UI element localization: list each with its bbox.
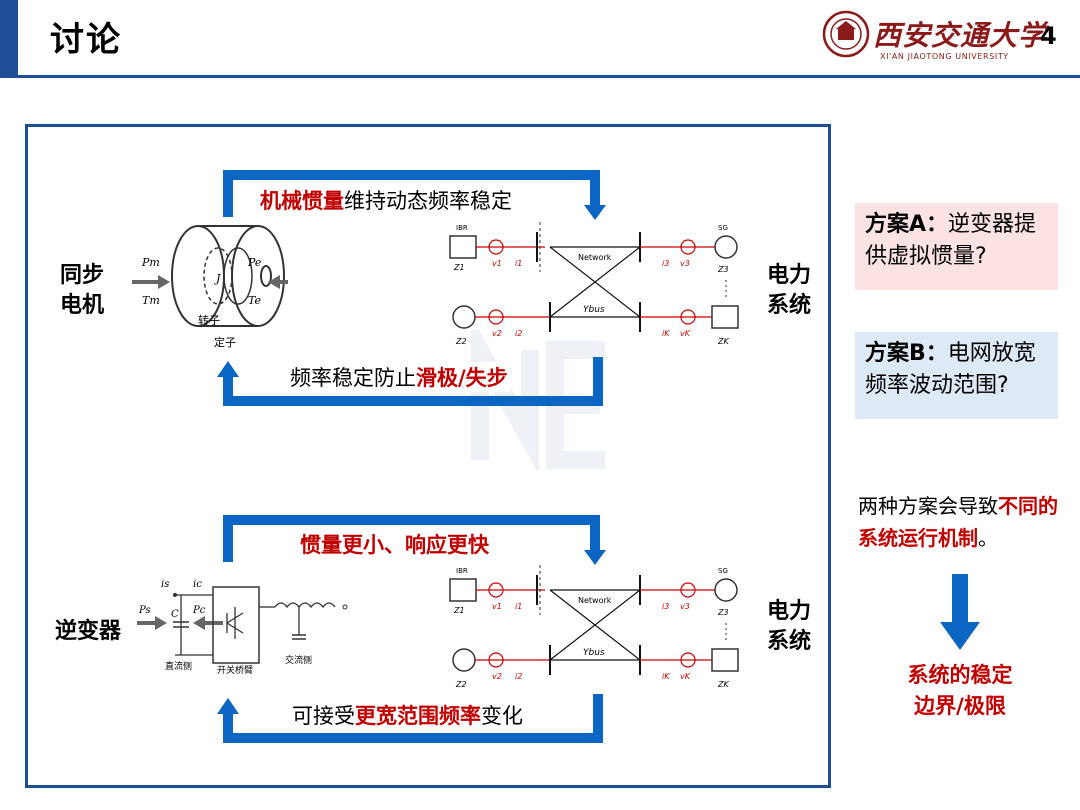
svg-text:SG: SG	[718, 224, 728, 232]
svg-text:i1: i1	[515, 602, 522, 611]
svg-text:Z1: Z1	[453, 606, 465, 615]
svg-text:Network: Network	[578, 596, 612, 605]
scheme-b-box: 方案B：电网放宽频率波动范围?	[855, 332, 1058, 419]
svg-text:Ybus: Ybus	[583, 648, 605, 658]
university-seal-icon	[822, 10, 870, 58]
result-text: 系统的稳定边界/极限	[907, 663, 1013, 718]
svg-text:iK: iK	[662, 672, 670, 681]
bottom-upper-arrow-text: 惯量更小、响应更快	[298, 529, 491, 559]
top-lower-arrow-text: 频率稳定防止滑极/失步	[288, 362, 510, 392]
top-upper-arrow-text: 机械惯量维持动态频率稳定	[258, 185, 514, 215]
svg-text:交流侧: 交流侧	[285, 654, 312, 666]
svg-text:开关桥臂: 开关桥臂	[217, 664, 253, 675]
svg-text:ic: ic	[193, 579, 202, 590]
stator-label: 定子	[214, 335, 236, 349]
svg-text:ZK: ZK	[717, 337, 729, 346]
svg-text:Pc: Pc	[192, 605, 206, 616]
svg-text:Z2: Z2	[455, 337, 467, 346]
svg-text:Z2: Z2	[455, 680, 467, 689]
svg-text:i3: i3	[662, 602, 669, 611]
inverter-diagram: is ic Ps Pc C 直流侧 开关桥臂 交流侧	[137, 579, 348, 675]
bottom-loop-arrow-lower	[217, 694, 603, 743]
svg-text:v1: v1	[492, 259, 502, 268]
grid-label-top: 电力系统	[767, 263, 812, 318]
svg-text:v3: v3	[680, 602, 690, 611]
svg-text:v1: v1	[492, 602, 502, 611]
svg-text:Z3: Z3	[717, 608, 729, 617]
pm-symbol: Pm	[141, 256, 160, 269]
svg-text:ZK: ZK	[717, 680, 729, 689]
svg-text:is: is	[161, 579, 169, 590]
svg-text:Ps: Ps	[138, 605, 151, 616]
diagram-frame	[25, 124, 831, 788]
top-loop-arrow-upper	[223, 170, 606, 220]
rotor-label: 转子	[198, 313, 220, 327]
header-accent-bar	[0, 0, 18, 78]
grid-label-bottom: 电力系统	[767, 599, 812, 654]
inertia-symbol: J	[214, 272, 221, 285]
te-symbol: Te	[248, 294, 261, 307]
network-diagram-bottom: IBR Z1 v1 i1 Z2 v2 i2 Network Ybus i3 v3…	[449, 565, 739, 689]
pe-symbol: Pe	[247, 256, 262, 269]
svg-text:SG: SG	[718, 567, 728, 575]
top-loop-arrow-lower	[217, 357, 603, 406]
university-name-cn: 西安交通大学	[873, 19, 1048, 52]
synchronous-machine-diagram: Pm Tm Pe Te J 转子 定子	[132, 225, 288, 349]
page-title: 讨论	[50, 20, 122, 60]
svg-text:IBR: IBR	[456, 567, 468, 575]
svg-text:Z3: Z3	[717, 265, 729, 274]
svg-text:v3: v3	[680, 259, 690, 268]
inverter-label: 逆变器	[55, 619, 122, 644]
bottom-loop-arrow-upper	[223, 515, 606, 565]
svg-text:i3: i3	[662, 259, 669, 268]
page-number: 4	[1040, 22, 1057, 50]
svg-text:vK: vK	[680, 672, 691, 681]
university-name-en: XI'AN JIAOTONG UNIVERSITY	[880, 52, 1009, 61]
down-arrow-icon	[940, 574, 980, 650]
header-divider	[18, 75, 1080, 78]
svg-text:v2: v2	[492, 329, 502, 338]
svg-text:vK: vK	[680, 329, 691, 338]
machine-label: 同步电机	[60, 263, 105, 318]
svg-text:v2: v2	[492, 672, 502, 681]
svg-text:C: C	[171, 609, 179, 620]
tm-symbol: Tm	[142, 294, 160, 307]
bottom-lower-arrow-text: 可接受更宽范围频率变化	[290, 700, 525, 730]
svg-text:Ybus: Ybus	[583, 305, 605, 315]
svg-text:i2: i2	[515, 329, 522, 338]
svg-text:i1: i1	[515, 259, 522, 268]
network-diagram-top: IBR Z1 v1 i1 Z2 v2 i2 Network Ybus i3 v3…	[449, 222, 739, 346]
scheme-a-box: 方案A：逆变器提供虚拟惯量?	[855, 203, 1058, 290]
svg-text:IBR: IBR	[456, 224, 468, 232]
svg-text:iK: iK	[662, 329, 670, 338]
svg-text:Z1: Z1	[453, 263, 465, 272]
svg-text:直流侧: 直流侧	[165, 660, 192, 672]
conclusion-text: 两种方案会导致不同的系统运行机制。	[858, 494, 1058, 550]
svg-text:Network: Network	[578, 253, 612, 262]
svg-text:i2: i2	[515, 672, 522, 681]
